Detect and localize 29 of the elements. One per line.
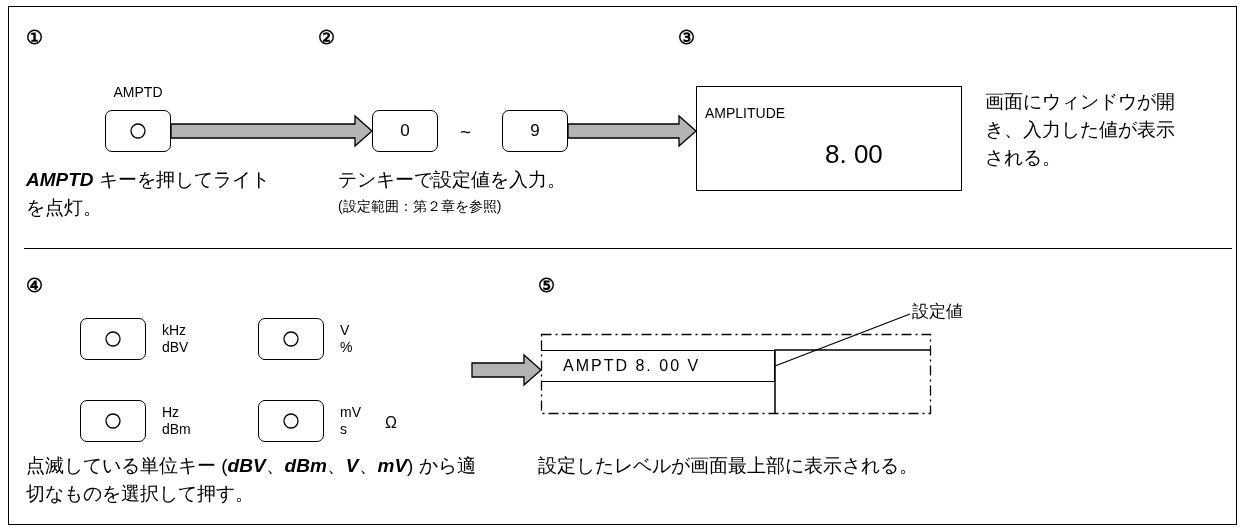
- note-text: (設定範囲：第２章を参照): [338, 197, 503, 216]
- range-tilde: ~: [460, 120, 472, 144]
- parameter-name: AMPLITUDE: [705, 105, 786, 122]
- block-arrow: [567, 114, 697, 148]
- step-number: ⑤: [538, 274, 555, 298]
- leader-line: [774, 313, 911, 367]
- step-number: ③: [678, 26, 695, 50]
- instruction-text: 設定したレベルが画面最上部に表示される。: [538, 454, 919, 478]
- display-window: [696, 86, 962, 191]
- instruction-text: AMPTD キーを押してライトを点灯。: [26, 168, 271, 220]
- instruction-text: 点滅している単位キー (dBV、dBm、V、mV) から適切なものを選択して押す。: [26, 454, 477, 506]
- step-number: ①: [26, 26, 43, 50]
- step-number: ④: [26, 274, 43, 298]
- value-readout: 8. 00: [825, 139, 883, 170]
- step-number: ②: [318, 26, 335, 50]
- block-arrow: [471, 353, 542, 387]
- key-label: kHz dBV: [162, 322, 189, 356]
- key-label: V %: [340, 322, 353, 356]
- block-arrow: [170, 114, 373, 148]
- key-label: AMPTD: [112, 84, 164, 101]
- instruction-text: テンキーで設定値を入力。: [338, 168, 567, 192]
- callout-text: 設定値: [912, 300, 992, 324]
- unit-symbol: Ω: [385, 414, 397, 432]
- key-label: mV s: [340, 404, 361, 438]
- key-label: Hz dBm: [162, 404, 191, 438]
- key: 9: [502, 110, 568, 152]
- key: 0: [372, 110, 438, 152]
- status-field: AMPTD 8. 00 V: [541, 350, 775, 382]
- instruction-text: 画面にウィンドウが開き、入力した値が表示される。: [985, 90, 1175, 170]
